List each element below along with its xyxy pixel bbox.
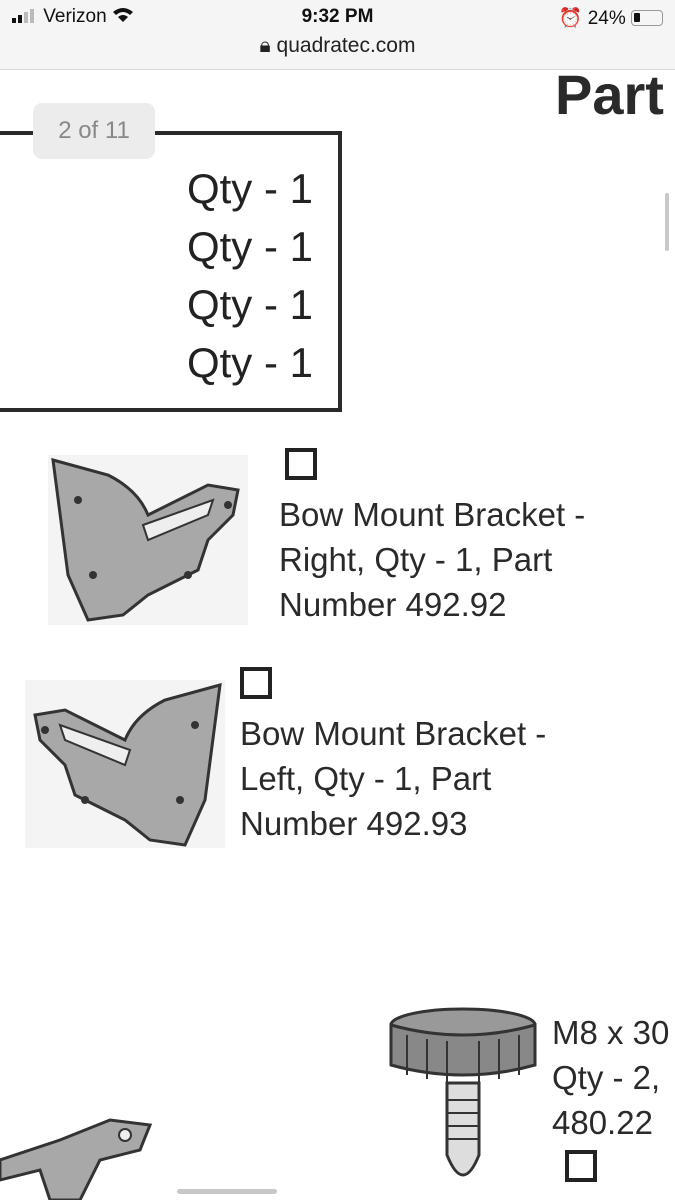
- bracket-right-image: [48, 455, 248, 625]
- part-line: Number 492.93: [240, 805, 468, 842]
- part-description: Bow Mount Bracket - Right, Qty - 1, Part…: [279, 492, 585, 627]
- lock-icon: 🔒︎: [259, 34, 271, 57]
- home-indicator: [177, 1189, 277, 1194]
- qty-line: Qty - 1: [186, 339, 313, 386]
- battery-percent: 24%: [587, 8, 626, 29]
- qty-line: Qty - 1: [186, 223, 313, 270]
- signal-icon: [12, 7, 38, 23]
- carrier-status: Verizon: [12, 6, 134, 28]
- part-line: Bow Mount Bracket -: [279, 496, 586, 533]
- bracket-left-image: [25, 680, 225, 848]
- wifi-icon: [112, 6, 134, 27]
- qty-line: Qty - 1: [186, 165, 313, 212]
- part-line: Left, Qty - 1, Part: [240, 760, 492, 797]
- part-checkbox[interactable]: [565, 1150, 597, 1182]
- alarm-icon: ⏰: [558, 8, 583, 29]
- scrollbar[interactable]: [665, 193, 669, 251]
- part-line: 480.22: [552, 1104, 653, 1141]
- knob-screw-image: [389, 1007, 537, 1177]
- carrier-name: Verizon: [43, 6, 107, 27]
- qty-line: Qty - 1: [186, 281, 313, 328]
- tool-image: [0, 1118, 153, 1200]
- battery-status: ⏰ 24%: [559, 6, 663, 30]
- clock: 9:32 PM: [301, 6, 374, 27]
- battery-icon: [631, 10, 663, 26]
- part-line: Number 492.92: [279, 586, 507, 623]
- qty-box: [0, 131, 342, 412]
- part-line: Bow Mount Bracket -: [240, 715, 547, 752]
- part-line: M8 x 30: [552, 1014, 670, 1051]
- part-description: Bow Mount Bracket - Left, Qty - 1, Part …: [240, 711, 546, 846]
- part-description: M8 x 30 Qty - 2, 480.22: [552, 1010, 669, 1145]
- part-checkbox[interactable]: [285, 448, 317, 480]
- part-line: Right, Qty - 1, Part: [279, 541, 553, 578]
- part-line: Qty - 2,: [552, 1059, 661, 1096]
- address-bar[interactable]: 🔒︎ quadratec.com: [0, 34, 675, 58]
- part-checkbox[interactable]: [240, 667, 272, 699]
- browser-top-bar: Verizon 9:32 PM ⏰ 24% 🔒︎ quadratec.com: [0, 0, 675, 70]
- page-indicator: 2 of 11: [33, 103, 155, 159]
- document-heading: Part: [555, 63, 664, 126]
- url-text: quadratec.com: [276, 34, 416, 57]
